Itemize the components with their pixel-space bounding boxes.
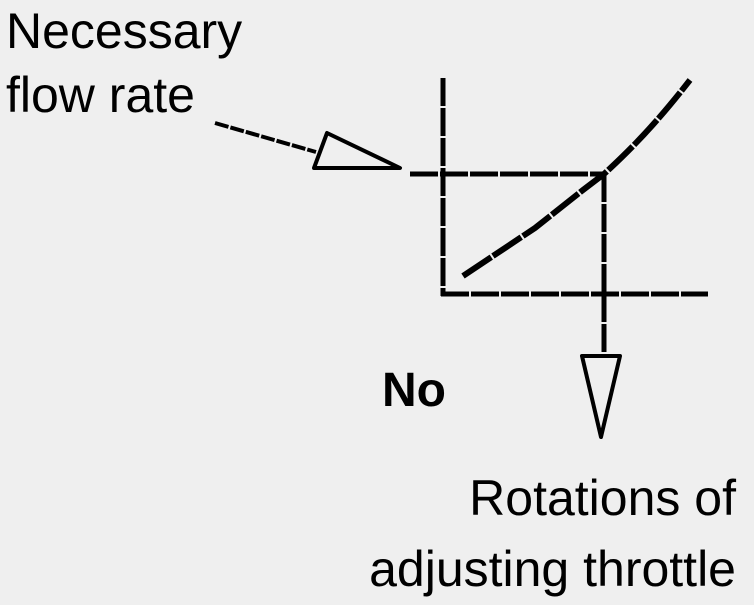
input-arrow-icon [312, 131, 402, 170]
characteristic-curve [461, 78, 693, 279]
number-marker-label: No [382, 364, 446, 417]
rotations-label-line2: adjusting throttle [369, 541, 736, 597]
necessary-flow-rate-label-line2: flow rate [6, 67, 195, 123]
output-arrow-icon [580, 354, 622, 439]
rotations-label-line1: Rotations of [469, 470, 736, 526]
necessary-flow-rate-label-line1: Necessary [6, 3, 243, 59]
flow-rate-leader-line [214, 121, 317, 154]
